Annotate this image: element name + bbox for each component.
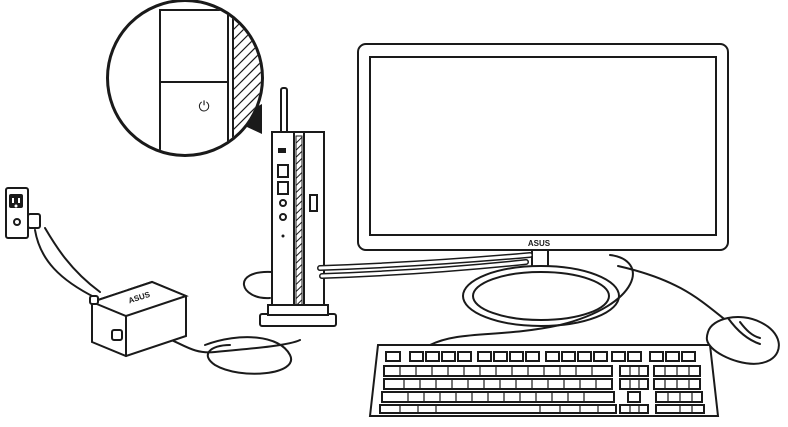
power-adapter: ASUS (90, 282, 186, 356)
monitor-logo: ASUS (528, 239, 551, 248)
keyboard (370, 345, 718, 416)
zoom-callout: ⏻ (107, 0, 273, 160)
mini-pc (260, 88, 336, 326)
mouse (707, 317, 779, 364)
power-symbol: ⏻ (198, 99, 209, 115)
